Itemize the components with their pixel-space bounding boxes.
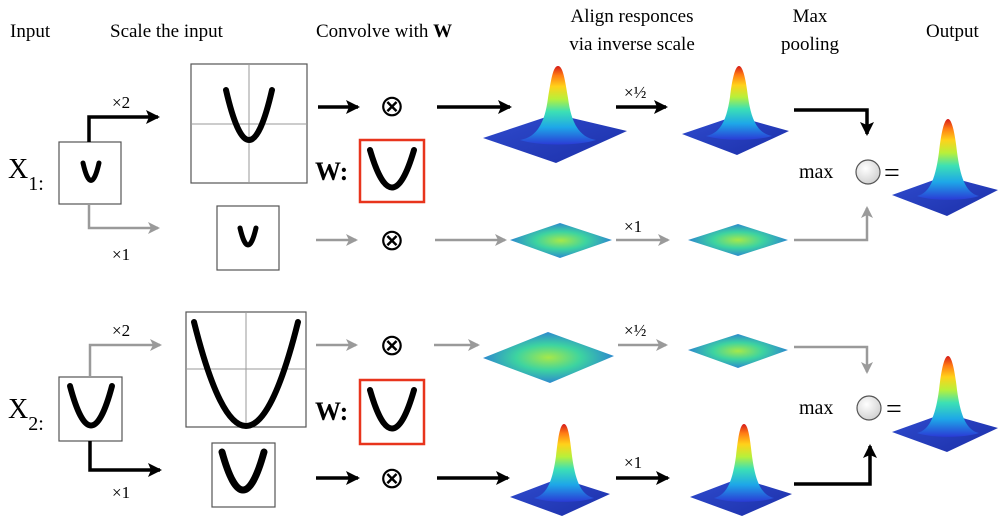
header-convolve-text: Convolve with bbox=[316, 21, 433, 42]
row1-aligned-flat bbox=[688, 224, 788, 256]
row1-equals: = bbox=[884, 158, 900, 189]
row1-conv-operator-bottom: ⊗ bbox=[379, 223, 404, 258]
row1-aligned-peak bbox=[682, 66, 789, 155]
header-input: Input bbox=[10, 21, 51, 42]
row2-output-peak bbox=[892, 356, 998, 452]
header-align-line1: Align responces bbox=[571, 6, 694, 27]
row1-to-max-arrow-top bbox=[794, 108, 874, 136]
row1-kernel-curve bbox=[367, 147, 417, 191]
row2-scaled-curve-x2 bbox=[191, 319, 301, 429]
row2-scaled-curve-x1 bbox=[218, 448, 268, 494]
row1-downscale-label: ×1 bbox=[112, 245, 130, 264]
row1-inverse-label-bottom: ×1 bbox=[624, 217, 642, 236]
row1-scaled-box-x1 bbox=[216, 205, 280, 271]
row2-upscale-arrow bbox=[88, 339, 162, 377]
row1-scaled-curve-x2 bbox=[223, 87, 275, 143]
header-align-line2: via inverse scale bbox=[569, 34, 695, 55]
row1-input-label: X1: bbox=[8, 154, 44, 195]
header-output: Output bbox=[926, 21, 980, 42]
row1-max-circle bbox=[855, 159, 881, 185]
row2-input-main: X bbox=[8, 394, 28, 425]
row2-response-flat-large bbox=[483, 332, 614, 383]
row2-downscale-label: ×1 bbox=[112, 483, 130, 502]
header-scale-input: Scale the input bbox=[110, 21, 224, 42]
row2-max-label: max bbox=[799, 397, 833, 419]
row2-inverse-label-bottom: ×1 bbox=[624, 453, 642, 472]
row2-downscale-arrow bbox=[88, 441, 162, 477]
row-2: X2: ×2 ×1 ⊗ ⊗ W: bbox=[8, 311, 998, 516]
row2-kernel-curve bbox=[367, 387, 417, 432]
row1-input-box bbox=[58, 141, 122, 205]
row2-aligned-flat bbox=[688, 334, 788, 368]
row1-inverse-label-top: ×½ bbox=[624, 83, 647, 102]
row1-input-main: X bbox=[8, 154, 28, 185]
row1-input-curve bbox=[80, 160, 102, 183]
header-convolve: Convolve with W bbox=[316, 21, 452, 42]
row1-input-sub: 1: bbox=[28, 173, 44, 195]
row1-output-peak bbox=[892, 119, 998, 216]
row2-to-max-arrow-top bbox=[794, 345, 873, 374]
row1-response-flat bbox=[510, 223, 612, 258]
row2-input-sub: 2: bbox=[28, 413, 44, 435]
row2-response-peak bbox=[510, 424, 610, 516]
header-convolve-w: W bbox=[433, 21, 452, 42]
row2-upscale-label: ×2 bbox=[112, 321, 130, 340]
row2-conv-operator-bottom: ⊗ bbox=[379, 461, 404, 496]
row2-inverse-label-top: ×½ bbox=[624, 321, 647, 340]
row2-input-curve bbox=[67, 383, 115, 429]
row1-max-label: max bbox=[799, 161, 833, 183]
row1-response-peak-large bbox=[483, 66, 627, 163]
row-1: X1: ×2 ×1 ⊗ ⊗ W: bbox=[8, 63, 998, 271]
header-max-line2: pooling bbox=[781, 34, 840, 55]
row2-equals: = bbox=[886, 394, 902, 425]
row1-downscale-arrow bbox=[87, 204, 160, 234]
header-max-line1: Max bbox=[793, 6, 828, 27]
row2-max-circle bbox=[856, 395, 882, 421]
row1-scaled-curve-x1 bbox=[237, 225, 259, 248]
row2-to-max-arrow-bottom bbox=[794, 444, 877, 486]
row2-input-label: X2: bbox=[8, 394, 44, 435]
row1-kernel-label: W: bbox=[315, 157, 348, 186]
row2-aligned-peak bbox=[690, 424, 792, 516]
row1-to-max-arrow-bottom bbox=[794, 206, 873, 242]
row1-upscale-arrow bbox=[87, 110, 160, 142]
row1-upscale-label: ×2 bbox=[112, 93, 130, 112]
row2-kernel-label: W: bbox=[315, 397, 348, 426]
row1-conv-operator-top: ⊗ bbox=[379, 89, 404, 124]
row2-conv-operator-top: ⊗ bbox=[379, 328, 404, 363]
